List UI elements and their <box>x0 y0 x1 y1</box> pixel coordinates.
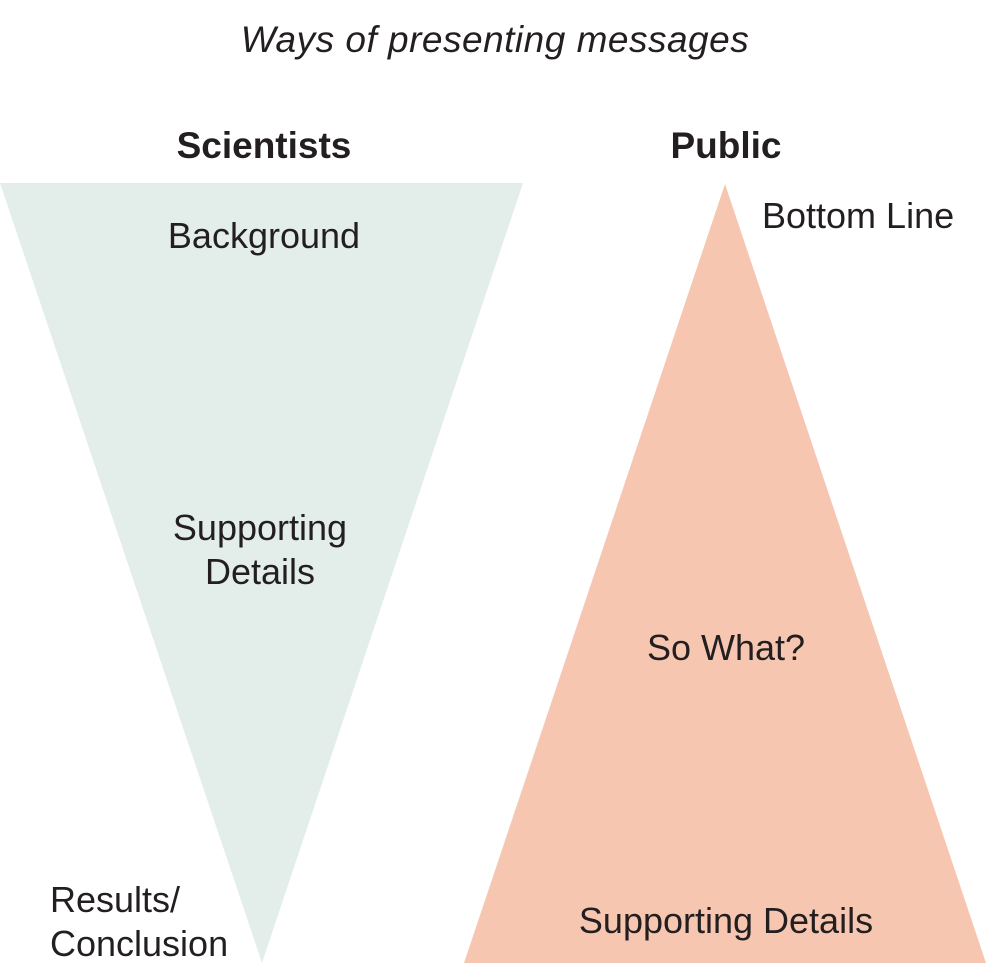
scientists-inverted-triangle <box>0 183 523 963</box>
scientists-results-line1: Results/ <box>50 879 181 920</box>
public-bottom-line-label: Bottom Line <box>762 195 955 236</box>
scientists-supporting-line1: Supporting <box>172 507 348 548</box>
scientists-supporting-details-label: Supporting Details <box>110 506 410 594</box>
scientists-supporting-line2: Details <box>204 550 316 592</box>
scientists-results-line2: Conclusion <box>50 922 229 964</box>
scientists-heading: Scientists <box>176 125 352 166</box>
scientists-results-label: Results/ Conclusion <box>50 878 228 966</box>
public-so-what-label: So What? <box>646 627 806 668</box>
public-heading: Public <box>670 125 782 166</box>
scientists-background-label: Background <box>167 215 361 256</box>
public-supporting-details-label: Supporting Details <box>578 900 874 941</box>
public-upright-triangle <box>464 184 986 963</box>
diagram-title: Ways of presenting messages <box>240 19 750 60</box>
